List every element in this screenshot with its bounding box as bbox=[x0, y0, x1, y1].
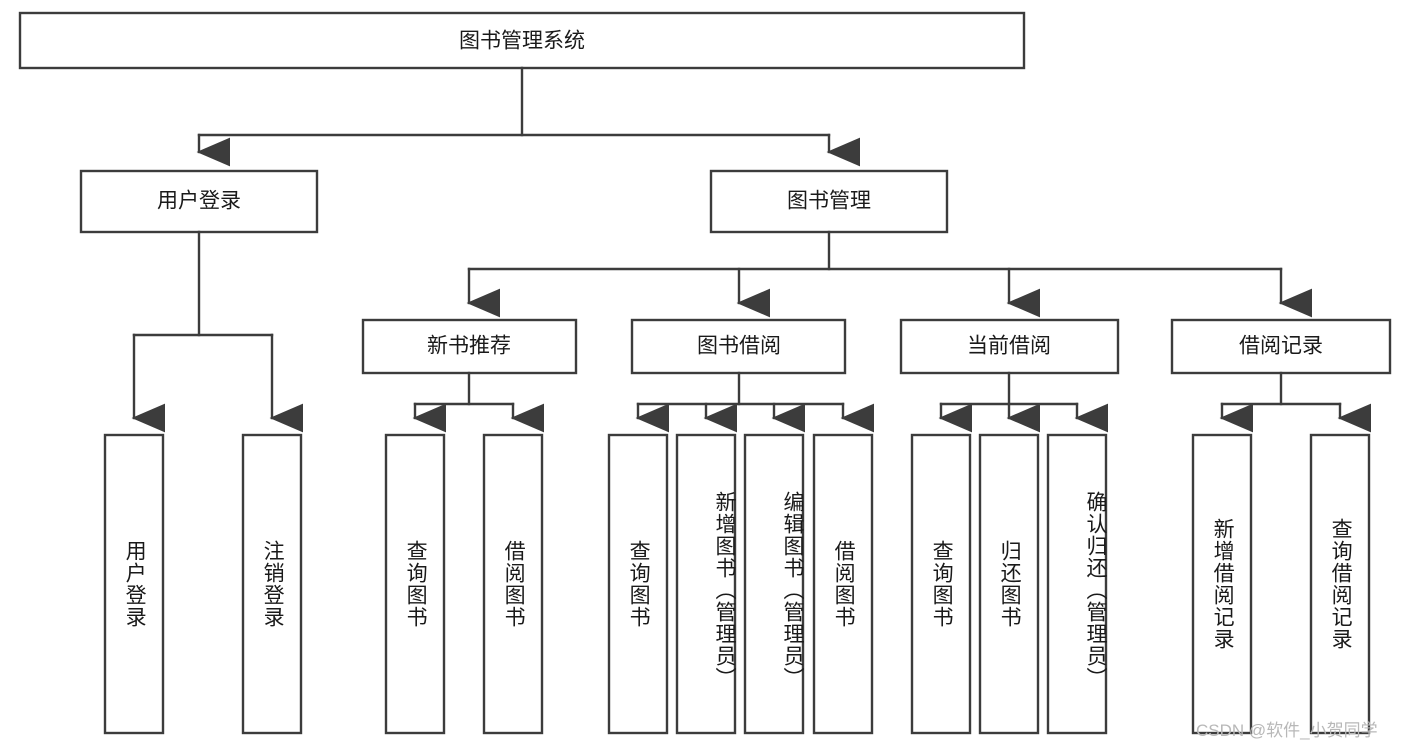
leaf-box-book-borrow-4[interactable] bbox=[812, 433, 874, 735]
csdn-watermark: CSDN @软件_小贺同学 bbox=[1196, 721, 1378, 740]
node-root-box[interactable] bbox=[18, 11, 1026, 70]
connector-borrow-record-to-leaves bbox=[1219, 371, 1372, 433]
node-root[interactable]: 图书管理系统 bbox=[18, 11, 1026, 70]
node-book-borrow-box[interactable] bbox=[630, 318, 847, 375]
connector-book-borrow-to-leaves bbox=[635, 371, 875, 433]
node-user-login-label: 用户登录 bbox=[157, 190, 241, 213]
node-borrow-record-label: 借阅记录 bbox=[1239, 335, 1323, 358]
node-new-book-recommend-box[interactable] bbox=[361, 318, 578, 375]
leaf-box-borrow-record-2[interactable] bbox=[1309, 433, 1371, 735]
leaf-box-book-borrow-1[interactable] bbox=[607, 433, 669, 735]
leaf-box-current-borrow-2[interactable] bbox=[978, 433, 1040, 735]
node-root-label: 图书管理系统 bbox=[459, 30, 585, 53]
leaf-box-new-book-1[interactable] bbox=[384, 433, 446, 735]
leaf-box-new-book-2[interactable] bbox=[482, 433, 544, 735]
connector-book-manage-to-level3 bbox=[466, 230, 1313, 318]
connector-new-book-to-leaves bbox=[412, 371, 545, 433]
leaf-box-book-borrow-2[interactable] bbox=[675, 433, 737, 735]
node-borrow-record[interactable]: 借阅记录 bbox=[1170, 318, 1392, 375]
leaf-box-book-borrow-3[interactable] bbox=[743, 433, 805, 735]
node-current-borrow-box[interactable] bbox=[899, 318, 1120, 375]
leaf-box-user-login-2[interactable] bbox=[241, 433, 303, 735]
node-book-manage[interactable]: 图书管理 bbox=[709, 169, 949, 234]
connector-current-borrow-to-leaves bbox=[938, 371, 1109, 433]
node-new-book-recommend[interactable]: 新书推荐 bbox=[361, 318, 578, 375]
connector-root-to-level2 bbox=[196, 66, 861, 167]
node-book-manage-label: 图书管理 bbox=[787, 190, 871, 213]
node-current-borrow[interactable]: 当前借阅 bbox=[899, 318, 1120, 375]
connector-user-login-to-leaves bbox=[131, 230, 304, 433]
node-book-manage-box[interactable] bbox=[709, 169, 949, 234]
leaf-box-borrow-record-1[interactable] bbox=[1191, 433, 1253, 735]
node-current-borrow-label: 当前借阅 bbox=[967, 335, 1051, 358]
node-borrow-record-box[interactable] bbox=[1170, 318, 1392, 375]
node-user-login[interactable]: 用户登录 bbox=[79, 169, 319, 234]
leaf-box-current-borrow-3[interactable] bbox=[1046, 433, 1108, 735]
node-book-borrow-label: 图书借阅 bbox=[697, 335, 781, 358]
node-new-book-recommend-label: 新书推荐 bbox=[427, 335, 511, 358]
node-book-borrow[interactable]: 图书借阅 bbox=[630, 318, 847, 375]
leaf-box-current-borrow-1[interactable] bbox=[910, 433, 972, 735]
leaf-box-user-login-1[interactable] bbox=[103, 433, 165, 735]
